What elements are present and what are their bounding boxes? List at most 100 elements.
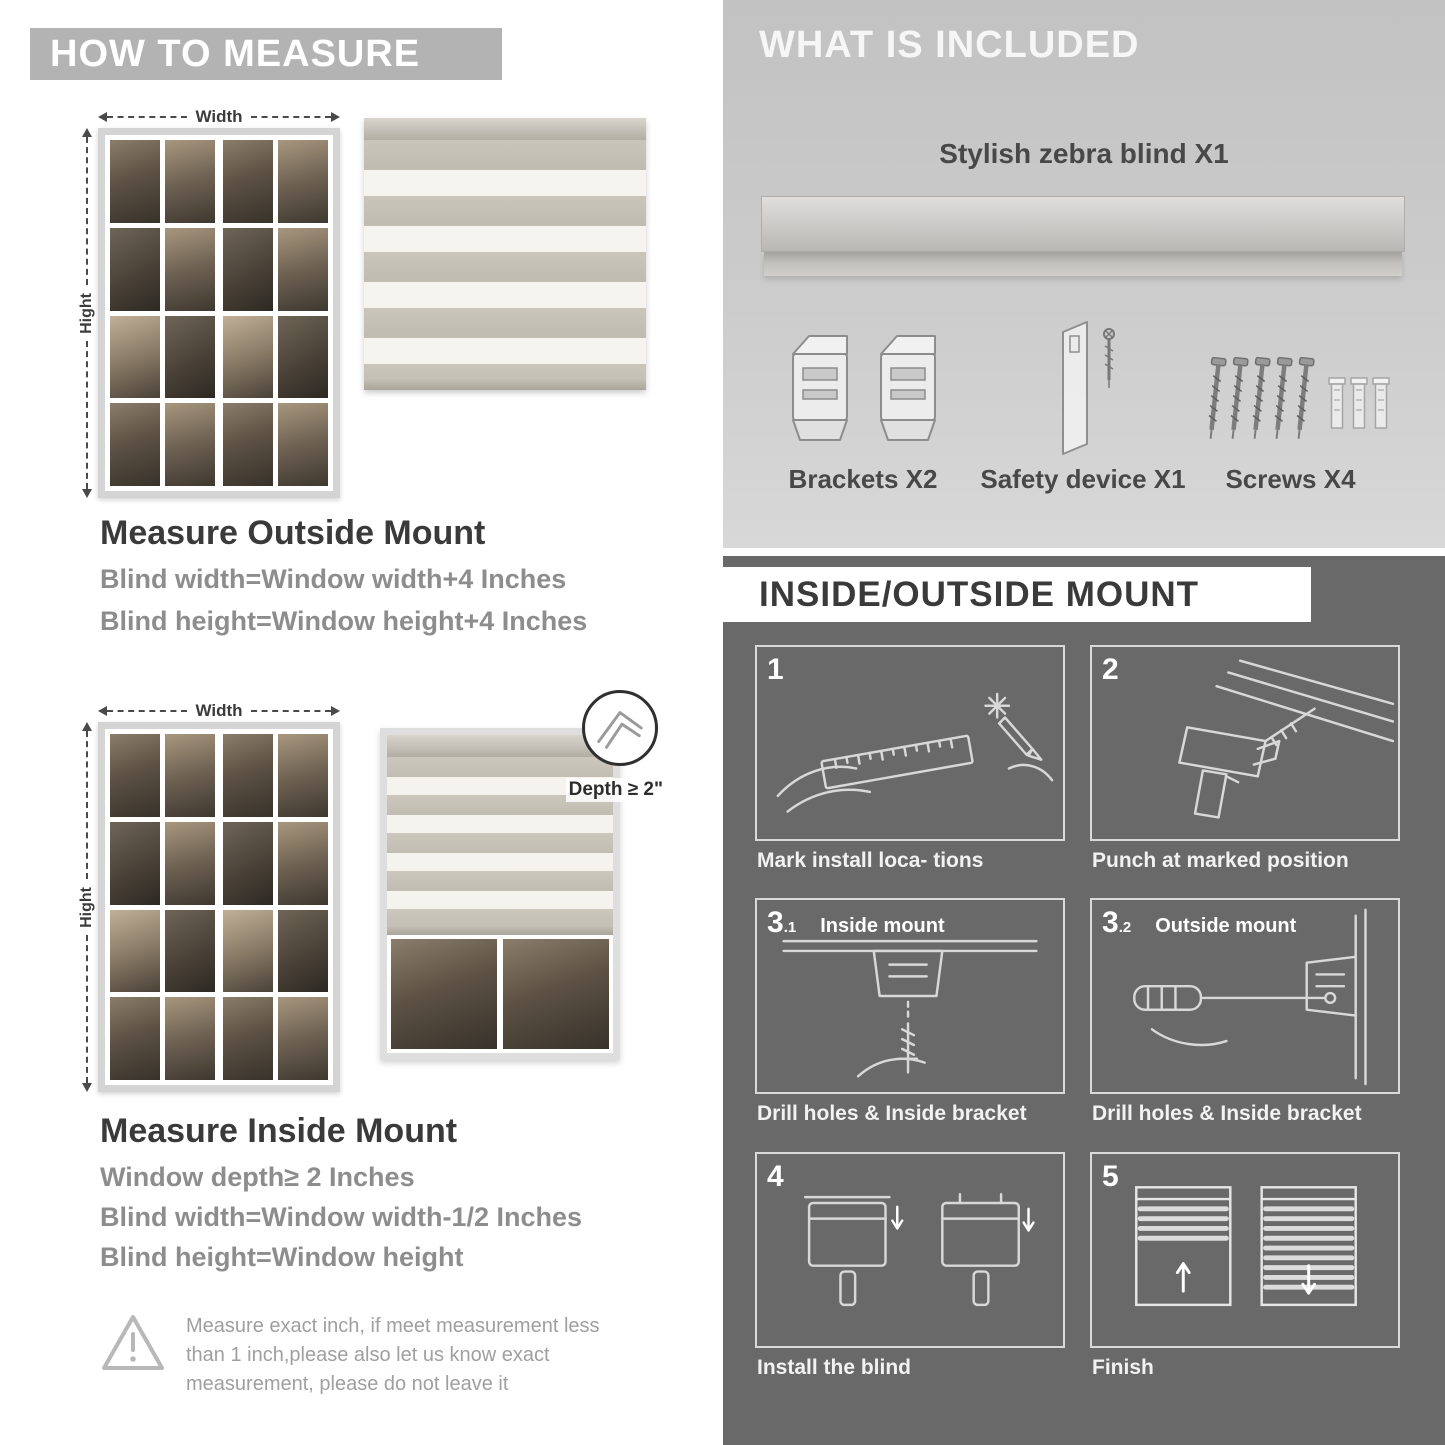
measurement-note: Measure exact inch, if meet measurement … xyxy=(100,1312,640,1399)
window-sash-left xyxy=(110,734,215,1080)
height-arrow: Hight xyxy=(76,722,98,1092)
width-arrow-row: Width xyxy=(76,700,340,722)
install-blind-icon xyxy=(803,1192,1035,1307)
step-number: 2 xyxy=(1102,653,1143,687)
step-number: 5 xyxy=(1102,1160,1143,1194)
window-pane xyxy=(110,140,160,223)
window-pane xyxy=(110,734,160,817)
inside-mount-heading: Measure Inside Mount xyxy=(100,1112,458,1150)
window-pane xyxy=(110,227,160,311)
outside-height-spec: Blind height=Window height+4 Inches xyxy=(100,606,588,636)
window-pane xyxy=(165,909,215,993)
step-caption-1: Mark install loca- tions xyxy=(757,849,984,872)
arrow-right-icon xyxy=(331,706,340,716)
warning-icon xyxy=(102,1315,164,1370)
window-pane xyxy=(223,821,273,905)
arrow-dash xyxy=(250,710,331,712)
mark-location-icon xyxy=(776,692,1054,813)
arrow-dash xyxy=(86,341,88,489)
window-pane xyxy=(278,315,328,399)
window-pane xyxy=(278,734,328,817)
window-pane xyxy=(278,403,328,486)
window-pane xyxy=(223,227,273,311)
window-pane xyxy=(165,140,215,223)
step-title: Outside mount xyxy=(1155,915,1297,937)
arrow-down-icon xyxy=(82,1083,92,1092)
screws-label: Screws X4 xyxy=(1225,464,1356,494)
arrow-down-icon xyxy=(82,489,92,498)
what-is-included-section: WHAT IS INCLUDED Stylish zebra blind X1 xyxy=(723,0,1445,548)
arrow-dash xyxy=(250,116,331,118)
step-number: 3.2 Outside mount xyxy=(1102,906,1296,940)
window-illustration xyxy=(98,128,340,498)
arrow-up-icon xyxy=(82,722,92,731)
width-label: Width xyxy=(195,701,243,720)
step-number-text: 3 xyxy=(1102,906,1119,939)
window-illustration xyxy=(98,722,340,1092)
step-number-sub: .2 xyxy=(1118,919,1132,936)
step-caption-2: Punch at marked position xyxy=(1092,849,1349,872)
inside-mount-blind-figure: Depth ≥ 2" xyxy=(380,690,666,1060)
step-caption-4: Install the blind xyxy=(757,1356,912,1379)
drill-icon xyxy=(1178,659,1395,819)
blind-item-label: Stylish zebra blind X1 xyxy=(939,138,1229,169)
inside-height-spec: Blind height=Window height xyxy=(100,1242,464,1272)
mount-header-title: INSIDE/OUTSIDE MOUNT xyxy=(759,574,1200,614)
window-pane xyxy=(165,734,215,817)
window-pane xyxy=(110,315,160,399)
step-number: 1 xyxy=(767,653,808,687)
headrail-fascia xyxy=(764,252,1402,276)
window-pane xyxy=(110,997,160,1080)
window-pane xyxy=(278,821,328,905)
arrow-left-icon xyxy=(98,706,107,716)
arrow-dash xyxy=(86,137,88,285)
note-text: Measure exact inch, if meet measurement … xyxy=(186,1315,600,1395)
step-panel-5: 5 xyxy=(1090,1152,1400,1348)
window-pane xyxy=(223,315,273,399)
mount-instructions-section: INSIDE/OUTSIDE MOUNT 1 xyxy=(723,556,1445,1445)
outside-mount-heading: Measure Outside Mount xyxy=(100,514,486,552)
how-to-measure-title: HOW TO MEASURE xyxy=(50,32,421,75)
window-pane xyxy=(391,939,497,1049)
window-corner-icon xyxy=(597,711,643,749)
step-number-text: 1 xyxy=(767,653,784,686)
blind-bottom-rail xyxy=(364,378,646,390)
window-sash-left xyxy=(110,140,215,486)
window-pane xyxy=(278,227,328,311)
step-number-text: 4 xyxy=(767,1160,784,1193)
blind-cassette xyxy=(364,118,646,140)
window-pane xyxy=(110,403,160,486)
width-arrow: Width xyxy=(98,107,340,127)
inside-depth-spec: Window depth≥ 2 Inches xyxy=(100,1162,415,1192)
step-number: 3.1 Inside mount xyxy=(767,906,945,940)
window-sash-right xyxy=(223,734,328,1080)
step-caption-3-1: Drill holes & Inside bracket xyxy=(757,1102,1027,1125)
step-number-text: 2 xyxy=(1102,653,1119,686)
arrow-corner-spacer xyxy=(76,106,98,128)
safety-device-label: Safety device X1 xyxy=(980,464,1186,494)
window-pane xyxy=(278,909,328,993)
window-figure-body: Hight xyxy=(76,722,340,1092)
step-number: 4 xyxy=(767,1160,808,1194)
height-arrow: Hight xyxy=(76,128,98,498)
window-pane xyxy=(223,140,273,223)
step-number-text: 5 xyxy=(1102,1160,1119,1193)
outside-width-spec: Blind width=Window width+4 Inches xyxy=(100,564,567,594)
step-number-sub: .1 xyxy=(783,919,797,936)
blind-cassette xyxy=(387,735,613,757)
step-panel-3-2: 3.2 Outside mount xyxy=(1090,898,1400,1094)
safety-device-icon xyxy=(1062,321,1115,455)
window-figure-outside: Width Hight xyxy=(76,106,340,498)
included-header: WHAT IS INCLUDED xyxy=(759,24,1140,66)
blind-stripes xyxy=(364,140,646,378)
window-pane xyxy=(110,909,160,993)
finished-blinds-icon xyxy=(1135,1186,1357,1307)
window-pane xyxy=(165,403,215,486)
step-panel-2: 2 xyxy=(1090,645,1400,841)
window-pane xyxy=(503,939,609,1049)
blind-bottom-rail xyxy=(387,925,613,935)
inside-width-spec: Blind width=Window width-1/2 Inches xyxy=(100,1202,583,1232)
how-to-measure-section: HOW TO MEASURE Width Hight xyxy=(30,28,666,1399)
step-caption-3-2: Drill holes & Inside bracket xyxy=(1092,1102,1362,1125)
